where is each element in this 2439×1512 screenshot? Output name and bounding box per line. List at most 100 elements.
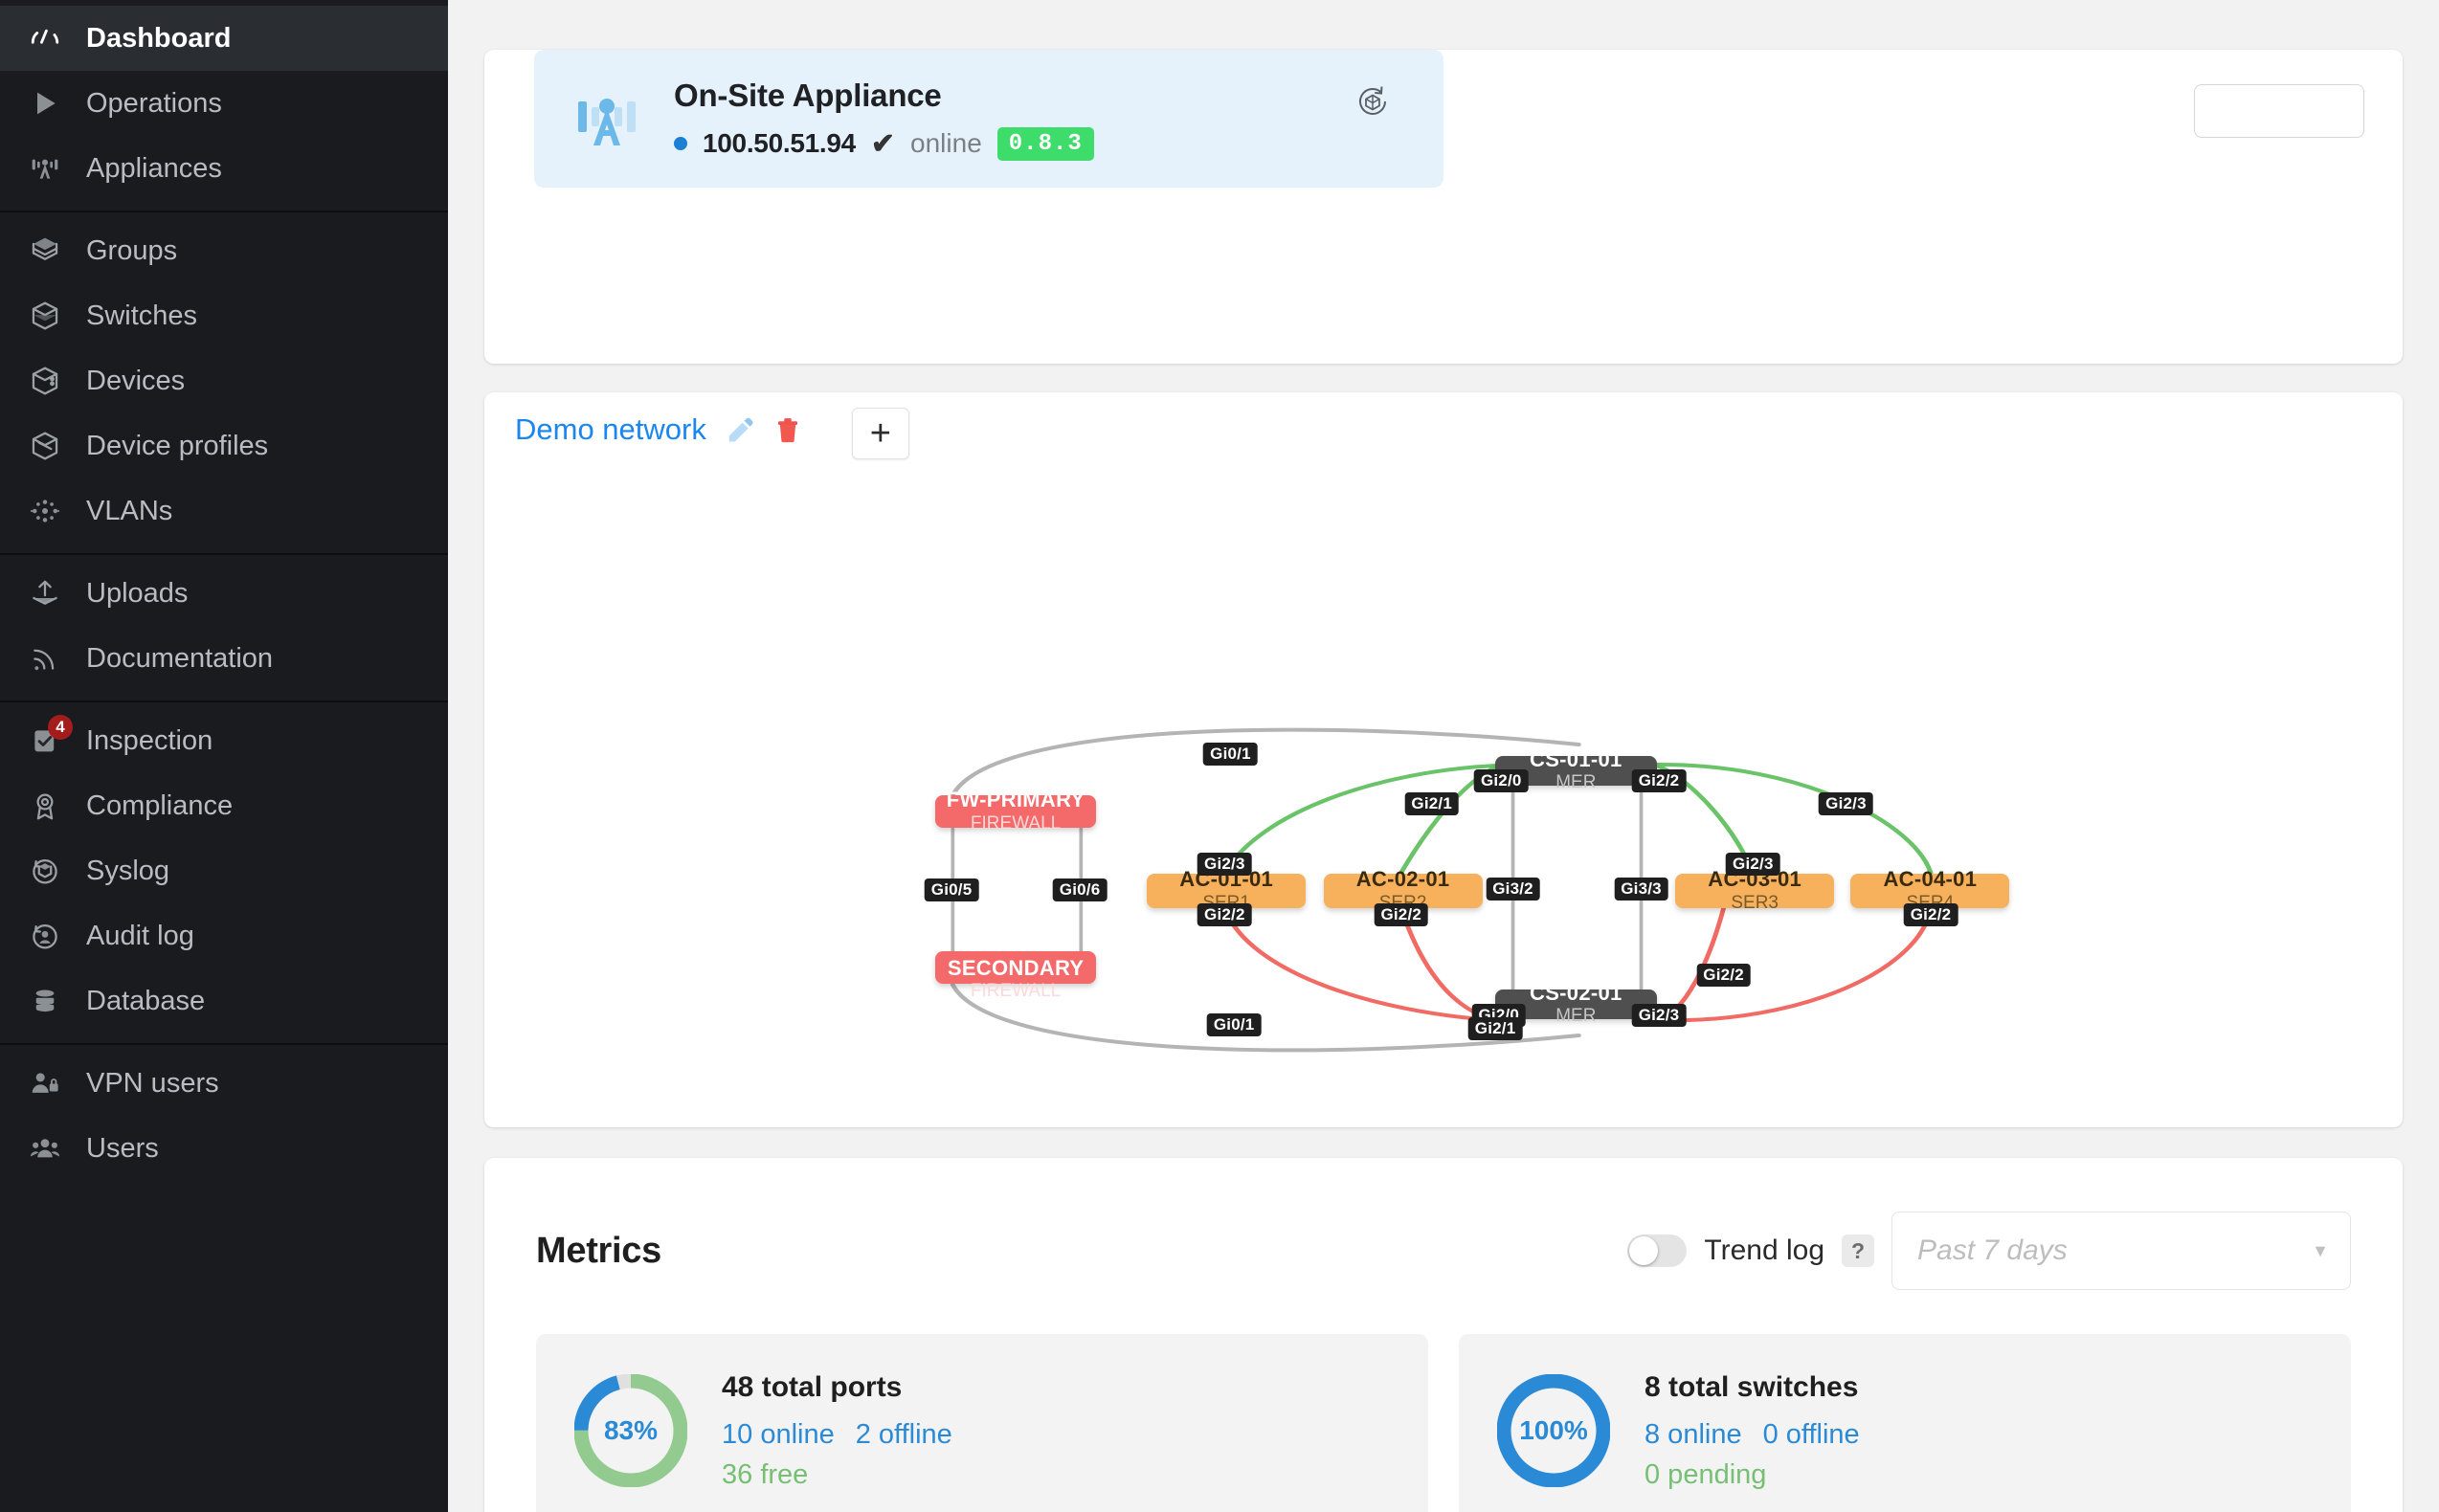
trend-log-toggle[interactable]	[1627, 1234, 1688, 1267]
metric-extra: 36 free	[722, 1458, 809, 1490]
sync-refresh-icon[interactable]	[1354, 82, 1392, 125]
audit-user-icon	[25, 916, 65, 956]
donut-percent-label: 100%	[1519, 1414, 1588, 1445]
sidebar-item-operations[interactable]: Operations	[0, 71, 448, 136]
help-icon[interactable]: ?	[1842, 1234, 1874, 1267]
sidebar-item-switches[interactable]: Switches	[0, 283, 448, 348]
sidebar-item-label: Syslog	[86, 855, 170, 886]
award-icon	[25, 786, 65, 826]
sidebar-item-device-profiles[interactable]: Device profiles	[0, 413, 448, 478]
trash-icon[interactable]	[773, 415, 802, 444]
topology-node-ac-02-01[interactable]: AC-02-01SER2	[1323, 867, 1483, 913]
topology-card: Demo network	[484, 392, 2403, 1127]
sidebar-item-users[interactable]: Users	[0, 1116, 448, 1181]
sidebar-item-label: Switches	[86, 300, 198, 331]
metric-total: 8 total switches	[1645, 1371, 1859, 1403]
node-name: FW-PRIMARY	[946, 788, 1085, 812]
donut-chart: 100%	[1496, 1373, 1611, 1488]
upload-icon	[25, 573, 65, 613]
sidebar-item-label: Users	[86, 1132, 159, 1164]
sidebar-item-compliance[interactable]: Compliance	[0, 773, 448, 838]
add-network-tab-button[interactable]: +	[851, 408, 909, 459]
donut-percent-label: 83%	[603, 1414, 659, 1445]
header-action-button[interactable]	[2194, 84, 2364, 138]
node-subtitle: FIREWALL	[970, 812, 1062, 834]
port-label: Gi2/1	[1404, 792, 1459, 815]
toggle-knob	[1629, 1236, 1659, 1265]
pencil-icon[interactable]	[726, 415, 754, 444]
date-range-select[interactable]: Past 7 days ▼	[1891, 1212, 2351, 1290]
play-icon	[25, 83, 65, 123]
node-subtitle: MER	[1555, 772, 1597, 793]
sidebar-item-audit-log[interactable]: Audit log	[0, 903, 448, 968]
topology-node-ac-04-01[interactable]: AC-04-01SER4	[1850, 867, 2010, 913]
port-label: Gi0/6	[1052, 878, 1108, 901]
tab-demo-network[interactable]: Demo network	[498, 392, 835, 467]
port-label: Gi3/2	[1486, 878, 1540, 901]
port-label: Gi2/3	[1197, 853, 1252, 876]
sidebar-item-label: Operations	[86, 87, 222, 119]
port-label: Gi2/1	[1467, 1017, 1523, 1040]
port-label: Gi2/0	[1473, 769, 1529, 792]
device-box-icon	[25, 361, 65, 401]
sidebar-item-devices[interactable]: Devices	[0, 348, 448, 413]
sidebar-item-label: Groups	[86, 234, 178, 266]
sidebar-item-label: Appliances	[86, 152, 222, 184]
appliance-status: online	[910, 128, 982, 158]
metric-offline: 2 offline	[855, 1418, 952, 1450]
sidebar-item-dashboard[interactable]: Dashboard	[0, 6, 448, 71]
clipboard-check-icon: 4	[25, 715, 73, 761]
port-label: Gi2/2	[1374, 903, 1429, 926]
main-content: On-Site Appliance 100.50.51.94 ✔ online …	[448, 0, 2439, 1512]
sidebar-item-label: Audit log	[86, 920, 194, 951]
sidebar-item-label: Dashboard	[86, 22, 232, 54]
sidebar-item-vpn-users[interactable]: VPN users	[0, 1051, 448, 1116]
sidebar-item-appliances[interactable]: Appliances	[0, 136, 448, 201]
network-tabbar: Demo network	[484, 392, 2403, 467]
metric-legend-row-2: 0 pending	[1645, 1455, 1860, 1495]
node-subtitle: FIREWALL	[970, 981, 1062, 1002]
metric-legend-row-2: 36 free	[722, 1455, 952, 1495]
antenna-icon	[25, 148, 65, 189]
antenna-tower-icon	[565, 77, 649, 161]
sidebar-item-syslog[interactable]: Syslog	[0, 838, 448, 903]
sidebar-item-documentation[interactable]: Documentation	[0, 626, 448, 691]
port-label: Gi2/3	[1819, 792, 1873, 815]
sidebar-item-database[interactable]: Database	[0, 968, 448, 1034]
node-subtitle: SER3	[1731, 892, 1779, 913]
sidebar-item-vlans[interactable]: VLANs	[0, 478, 448, 544]
port-label: Gi2/2	[1696, 964, 1751, 987]
appliance-title: On-Site Appliance	[674, 77, 942, 113]
tab-label: Demo network	[515, 412, 706, 446]
donut-chart: 83%	[573, 1373, 688, 1488]
metric-extra: 0 pending	[1645, 1458, 1767, 1490]
sidebar-item-groups[interactable]: Groups	[0, 218, 448, 283]
port-label: Gi2/2	[1197, 903, 1252, 926]
appliance-summary: On-Site Appliance 100.50.51.94 ✔ online …	[534, 50, 1443, 188]
sidebar-item-uploads[interactable]: Uploads	[0, 561, 448, 626]
users-icon	[25, 1128, 65, 1168]
metric-total: 48 total ports	[722, 1371, 903, 1403]
date-range-placeholder: Past 7 days	[1917, 1234, 2068, 1266]
switch-box-icon	[25, 296, 65, 336]
node-name: CS-02-01	[1530, 980, 1622, 1005]
sidebar-item-label: VLANs	[86, 495, 173, 526]
port-label: Gi2/2	[1903, 903, 1958, 926]
sidebar-item-label: Compliance	[86, 789, 234, 821]
node-subtitle: MER	[1555, 1006, 1597, 1027]
metrics-card: Metrics Trend log ? Past 7 days ▼ 83%48 …	[484, 1158, 2403, 1512]
sidebar-item-badge: 4	[48, 715, 73, 740]
